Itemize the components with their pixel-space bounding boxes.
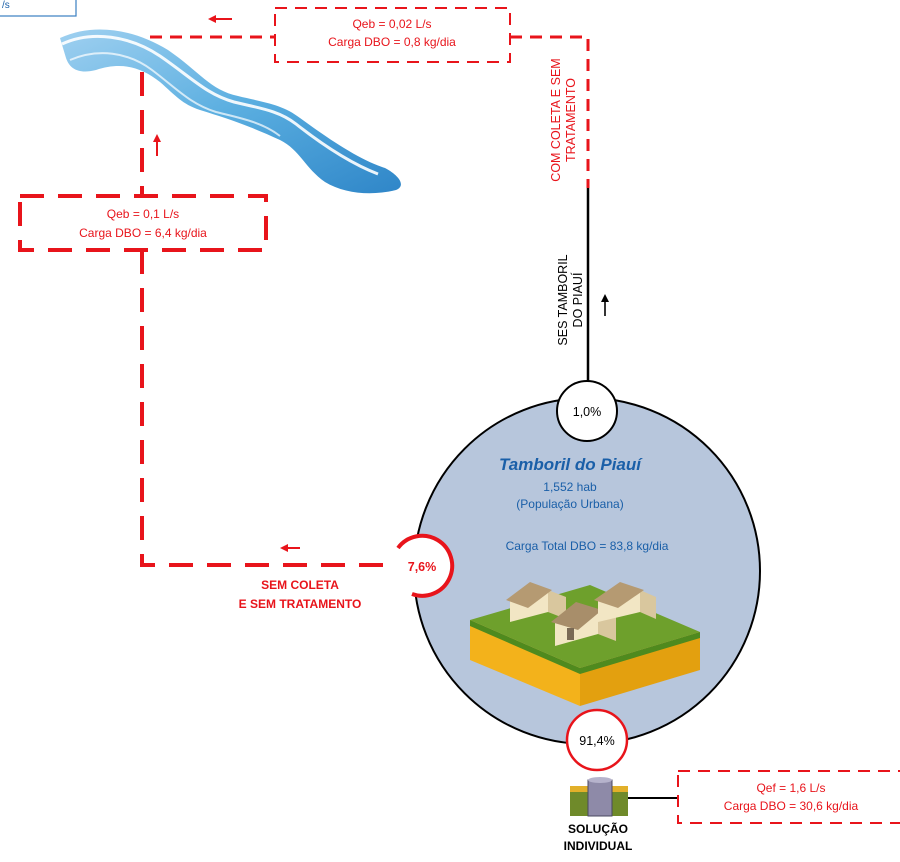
left-flow-up-arrow (153, 134, 161, 156)
sem-coleta-label: SEM COLETA E SEM TRATAMENTO (239, 578, 362, 611)
sem-coleta-line2: E SEM TRATAMENTO (239, 597, 362, 611)
city-total-load: Carga Total DBO = 83,8 kg/dia (506, 539, 669, 553)
top-flow-arrow (208, 15, 232, 23)
river-illustration (60, 29, 401, 194)
ses-label: SES TAMBORIL DO PIAUÍ (556, 254, 585, 345)
ses-connector (586, 188, 609, 384)
left-flow-rate: Qeb = 0,1 L/s (107, 207, 179, 221)
sem-coleta-percent: 7,6% (408, 560, 437, 574)
sem-coleta-line1: SEM COLETA (261, 578, 339, 592)
individual-line2: INDIVIDUAL (564, 839, 633, 853)
com-coleta-line1: COM COLETA E SEM (549, 58, 563, 181)
individual-percent-circle: 91,4% (565, 708, 629, 772)
individual-flow-box: Qef = 1,6 L/s Carga DBO = 30,6 kg/dia (677, 770, 900, 824)
corner-legend-box: /s (0, 0, 77, 17)
individual-label: SOLUÇÃO INDIVIDUAL (564, 821, 633, 853)
com-coleta-line2: TRATAMENTO (564, 78, 578, 162)
corner-box-text: /s (2, 0, 10, 11)
left-flow-box: Qeb = 0,1 L/s Carga DBO = 6,4 kg/dia (18, 194, 268, 252)
city-population-type: (População Urbana) (516, 497, 623, 511)
top-flow-box: Qeb = 0,02 L/s Carga DBO = 0,8 kg/dia (274, 7, 511, 63)
left-flow-load: Carga DBO = 6,4 kg/dia (79, 226, 207, 240)
septic-tank-icon (570, 777, 628, 817)
city-name: Tamboril do Piauí (499, 455, 643, 474)
top-flow-connector (150, 35, 590, 188)
ses-line1: SES TAMBORIL (556, 254, 570, 345)
ses-line2: DO PIAUÍ (570, 272, 585, 327)
sem-coleta-percent-circle: 7,6% (392, 533, 455, 598)
city-population: 1,552 hab (543, 480, 597, 494)
ses-arrow (601, 294, 609, 302)
houses-illustration (470, 582, 700, 706)
individual-percent: 91,4% (579, 734, 614, 748)
individual-line1: SOLUÇÃO (568, 821, 628, 836)
top-flow-load: Carga DBO = 0,8 kg/dia (328, 35, 456, 49)
individual-flow-load: Carga DBO = 30,6 kg/dia (724, 799, 859, 813)
ses-percent-circle: 1,0% (556, 380, 618, 442)
ses-percent: 1,0% (573, 405, 602, 419)
left-flow-connector (140, 72, 398, 567)
sem-coleta-arrow (280, 544, 300, 552)
individual-flow-rate: Qef = 1,6 L/s (756, 781, 825, 795)
top-flow-rate: Qeb = 0,02 L/s (352, 17, 431, 31)
com-coleta-label: COM COLETA E SEM TRATAMENTO (549, 58, 578, 181)
